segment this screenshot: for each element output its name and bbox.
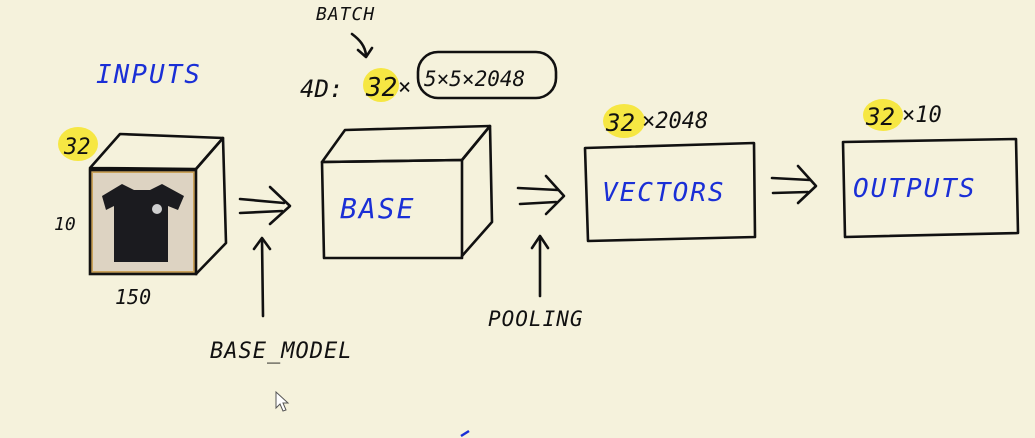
- input-batch-highlight: [58, 127, 98, 161]
- vectors-box: [583, 141, 757, 243]
- base-model-pointer: [260, 237, 265, 318]
- pen-mark: [460, 429, 470, 438]
- batch-highlight: [363, 68, 399, 102]
- outputs-batch-size: 32: [865, 103, 895, 131]
- four-d-label: 4D:: [300, 75, 343, 103]
- batch-size-4d: 32: [365, 73, 397, 103]
- base-cube: [320, 124, 494, 260]
- image-width: 150: [115, 285, 151, 309]
- arrow-base-to-vectors: [516, 174, 566, 216]
- base-model-pointer-head: [252, 236, 272, 251]
- batch-arrow: [350, 32, 368, 57]
- pooling-pointer-head: [530, 234, 550, 250]
- input-batch-size: 32: [63, 135, 91, 160]
- image-height: 10: [54, 214, 76, 235]
- base-label: BASE: [340, 192, 415, 225]
- vectors-batch-size: 32: [605, 109, 635, 137]
- arrow-vectors-to-outputs: [770, 164, 818, 205]
- pooling-label: POOLING: [488, 307, 584, 331]
- feature-shape-circle: [416, 50, 558, 100]
- base-model-label: BASE_MODEL: [210, 339, 352, 364]
- outputs-shape-rest: ×10: [902, 103, 942, 128]
- input-cube: [88, 132, 228, 276]
- outputs-label: OUTPUTS: [853, 174, 977, 204]
- vectors-shape-rest: ×2048: [642, 109, 708, 134]
- batch-arrowhead: [356, 46, 374, 59]
- tshirt-icon: [102, 184, 184, 262]
- batch-label: BATCH: [316, 4, 375, 25]
- feature-map-shape: 5×5×2048: [424, 67, 525, 91]
- arrow-input-to-base: [238, 185, 292, 226]
- vectors-label: VECTORS: [602, 178, 726, 208]
- inputs-label: INPUTS: [96, 60, 202, 90]
- outputs-box: [841, 137, 1020, 239]
- vectors-batch-highlight: [603, 104, 645, 138]
- times-sign-4d: ×: [398, 75, 411, 100]
- outputs-batch-highlight: [863, 99, 903, 131]
- mouse-cursor-icon: [275, 390, 290, 412]
